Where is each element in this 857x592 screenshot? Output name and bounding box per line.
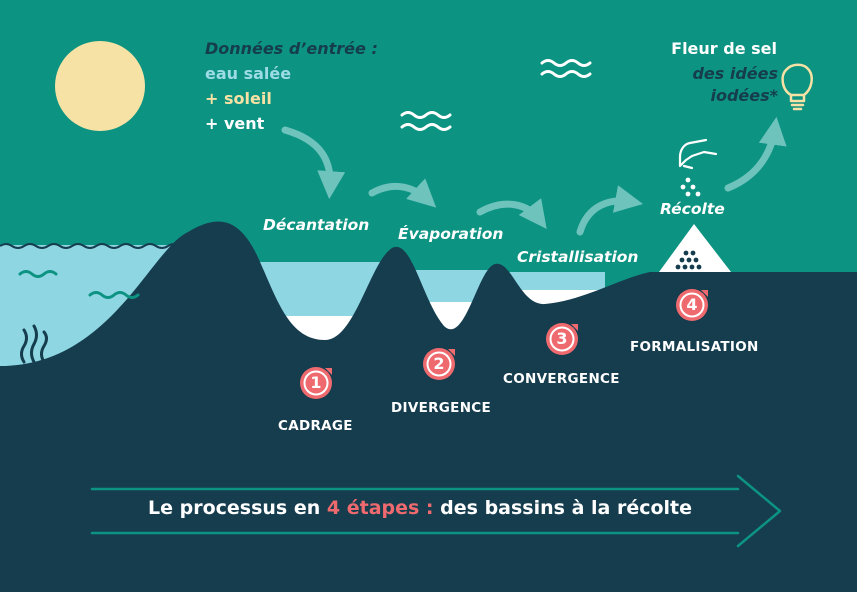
stage-4-badge: 4 bbox=[675, 288, 709, 322]
banner-part-2: des bassins à la récolte bbox=[440, 497, 693, 519]
output-line-2: iodées* bbox=[710, 86, 778, 105]
stage-2-label: DIVERGENCE bbox=[391, 400, 492, 416]
wave-icon bbox=[400, 111, 452, 131]
stage-1-number: 1 bbox=[310, 373, 322, 392]
stage-1-label: CADRAGE bbox=[278, 418, 353, 434]
salt-pile-icon bbox=[659, 224, 731, 272]
arrow-icon bbox=[281, 116, 787, 236]
process-decantation: Décantation bbox=[263, 216, 370, 234]
banner-arrow bbox=[90, 474, 782, 548]
sun-icon bbox=[55, 41, 145, 131]
input-sun: + soleil bbox=[205, 89, 272, 108]
stage-badge-icon bbox=[300, 367, 332, 399]
process-evaporation: Évaporation bbox=[398, 225, 504, 243]
salt-grains bbox=[680, 177, 701, 197]
stage-2-number: 2 bbox=[433, 354, 445, 373]
sea-surface-line bbox=[0, 243, 193, 249]
input-salt-water: eau salée bbox=[205, 64, 292, 83]
hand-icon bbox=[678, 138, 718, 170]
stage-badge-icon bbox=[546, 323, 578, 355]
stage-3-number: 3 bbox=[556, 329, 568, 348]
stage-4-number: 4 bbox=[686, 295, 698, 314]
ground-hills bbox=[0, 221, 857, 592]
input-wind: + vent bbox=[205, 114, 265, 133]
stage-4-label: FORMALISATION bbox=[630, 339, 759, 355]
wave-icon bbox=[540, 59, 592, 78]
output-title: Fleur de sel bbox=[671, 39, 777, 58]
stage-3-label: CONVERGENCE bbox=[503, 371, 620, 387]
stage-1-badge: 1 bbox=[299, 366, 333, 400]
output-line-1: des idées bbox=[692, 64, 778, 83]
stage-badge-icon bbox=[676, 289, 708, 321]
seaweed-icon bbox=[20, 324, 48, 364]
stage-3-badge: 3 bbox=[545, 322, 579, 356]
banner-highlight: 4 étapes : bbox=[326, 497, 434, 519]
input-title: Données d’entrée : bbox=[205, 39, 378, 58]
wave-icon bbox=[18, 270, 140, 299]
banner-part-1: Le processus en bbox=[148, 497, 321, 519]
stage-2-badge: 2 bbox=[422, 347, 456, 381]
stage-badge-icon bbox=[423, 348, 455, 380]
banner-text: Le processus en 4 étapes : des bassins à… bbox=[148, 499, 692, 518]
process-cristallisation: Cristallisation bbox=[517, 248, 639, 266]
process-recolte: Récolte bbox=[660, 200, 725, 218]
lightbulb-icon bbox=[781, 63, 813, 111]
